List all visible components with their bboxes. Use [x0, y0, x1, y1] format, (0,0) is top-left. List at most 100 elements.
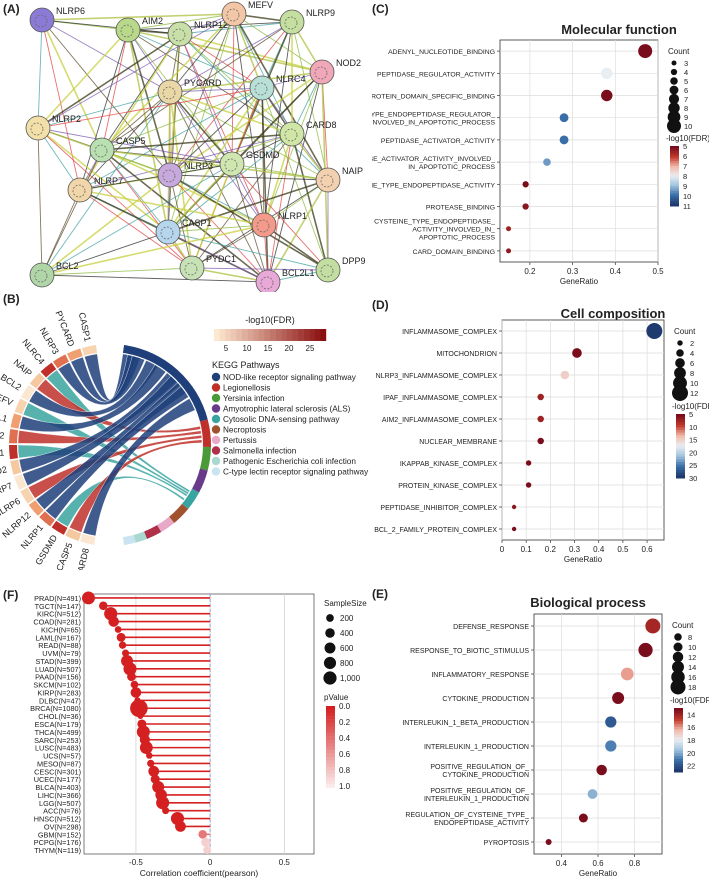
lollipop-head — [198, 830, 208, 839]
network-edge — [37, 87, 263, 129]
legend-item: Salmonella infection — [223, 447, 297, 456]
color-legend-swatch — [326, 723, 335, 727]
colorbar-tick: 10 — [243, 344, 252, 353]
network-node: NLRC4 — [249, 74, 306, 101]
node-circle — [115, 17, 141, 43]
colorbar-swatch — [214, 329, 220, 341]
color-legend-label: 22 — [687, 762, 695, 771]
colorbar-swatch — [247, 329, 254, 341]
color-legend-swatch — [670, 188, 679, 192]
legend-item: Cytosolic DNA-sensing pathway — [223, 415, 340, 424]
x-tick-label: 0.6 — [592, 859, 604, 868]
protein-structure-icon — [284, 16, 298, 30]
cancer-label: UVM(N=79) — [42, 649, 81, 658]
network-edge — [263, 133, 293, 226]
category-label: ENDOPEPTIDASE_ACTIVITY — [434, 820, 529, 827]
color-legend-swatch — [674, 726, 683, 730]
legend-swatch — [211, 393, 221, 403]
node-label: NLRP2 — [52, 114, 81, 124]
size-legend-title: Count — [672, 621, 694, 630]
lollipop-head — [123, 662, 137, 676]
network-edge — [79, 133, 293, 191]
color-legend-swatch — [676, 448, 685, 452]
node-label: NLRP9 — [306, 8, 335, 18]
legend-swatch — [211, 446, 221, 455]
network-edge — [41, 231, 169, 276]
color-legend-swatch — [674, 758, 683, 762]
network-edge — [37, 33, 181, 129]
category-label: IPAF_INFLAMMASOME_COMPLEX — [383, 395, 497, 402]
legend-title: KEGG Pathways — [212, 360, 280, 370]
chord-ribbon — [82, 398, 196, 537]
node-label: BCL2 — [56, 261, 79, 271]
color-legend-swatch — [670, 186, 679, 189]
size-legend-label: 5 — [684, 77, 688, 86]
size-legend-dot — [676, 349, 684, 357]
color-legend-label: 1.0 — [339, 782, 351, 791]
protein-structure-icon — [162, 169, 176, 183]
gene-label: NLRP3 — [38, 326, 61, 356]
category-label: CYTOKINE_PRODUCTION — [442, 696, 529, 703]
protein-structure-icon — [162, 86, 176, 100]
data-point — [638, 44, 653, 59]
category-label: DEFENSE_RESPONSE — [453, 624, 529, 631]
lollipop-head — [162, 807, 170, 815]
network-node: PYCARD — [157, 78, 222, 105]
color-legend-label: 5 — [683, 142, 687, 151]
data-point — [605, 740, 617, 752]
colorbar-swatch — [292, 329, 299, 341]
network-edge — [191, 267, 329, 271]
color-legend-swatch — [674, 753, 683, 757]
color-legend-swatch — [674, 748, 683, 752]
pathway-arc — [122, 344, 208, 422]
protein-structure-icon — [172, 28, 186, 42]
network-edge — [127, 29, 171, 93]
network-edge — [167, 231, 329, 271]
gene-arc — [14, 474, 27, 490]
cancer-label: PAAD(N=156) — [35, 673, 81, 682]
network-edge — [233, 13, 329, 181]
network-edge — [167, 179, 329, 233]
network-node: NLRP1 — [251, 211, 307, 238]
network-edge — [169, 91, 329, 181]
lollipop-head — [116, 632, 126, 642]
gene-arc — [51, 520, 68, 535]
category-label: INFLAMMASOME_COMPLEX — [402, 329, 497, 336]
network-node: NLRP6 — [29, 6, 85, 33]
size-legend-dot — [677, 340, 683, 346]
lollipop-head — [156, 796, 170, 810]
network-node: NOD2 — [309, 58, 361, 85]
plot-area — [501, 319, 665, 541]
category-label: CARD_DOMAIN_BINDING — [413, 249, 495, 256]
color-legend-label: 30 — [689, 474, 697, 483]
network-edge — [179, 33, 263, 89]
gene-label: BCL2 — [0, 372, 23, 393]
network-node: NLRP3 — [157, 161, 213, 188]
colorbar-swatch — [275, 329, 282, 341]
gene-arc — [81, 344, 98, 356]
lollipop-head — [148, 765, 160, 777]
node-label: NOD2 — [336, 58, 361, 68]
network-node: GSDMD — [219, 150, 280, 177]
data-point — [612, 692, 625, 704]
category-label: IKAPPAB_KINASE_COMPLEX — [400, 461, 497, 468]
network-edge — [41, 163, 233, 276]
size-legend-dot — [668, 102, 680, 114]
colorbar-swatch — [225, 329, 231, 341]
color-legend-label: 0.4 — [339, 734, 351, 743]
protein-structure-icon — [34, 269, 48, 283]
network-edge — [169, 91, 233, 165]
network-edge — [101, 149, 329, 181]
chart-title: Biological process — [530, 595, 646, 610]
color-legend-label: 20 — [689, 448, 697, 457]
gene-label: CASP1 — [77, 311, 93, 342]
node-circle — [279, 121, 305, 147]
colorbar-swatch — [219, 329, 226, 341]
data-point — [545, 839, 552, 845]
color-legend-swatch — [326, 763, 335, 768]
gene-label: CASP5 — [54, 541, 74, 570]
network-edge — [167, 91, 171, 233]
network-edge — [101, 149, 169, 233]
